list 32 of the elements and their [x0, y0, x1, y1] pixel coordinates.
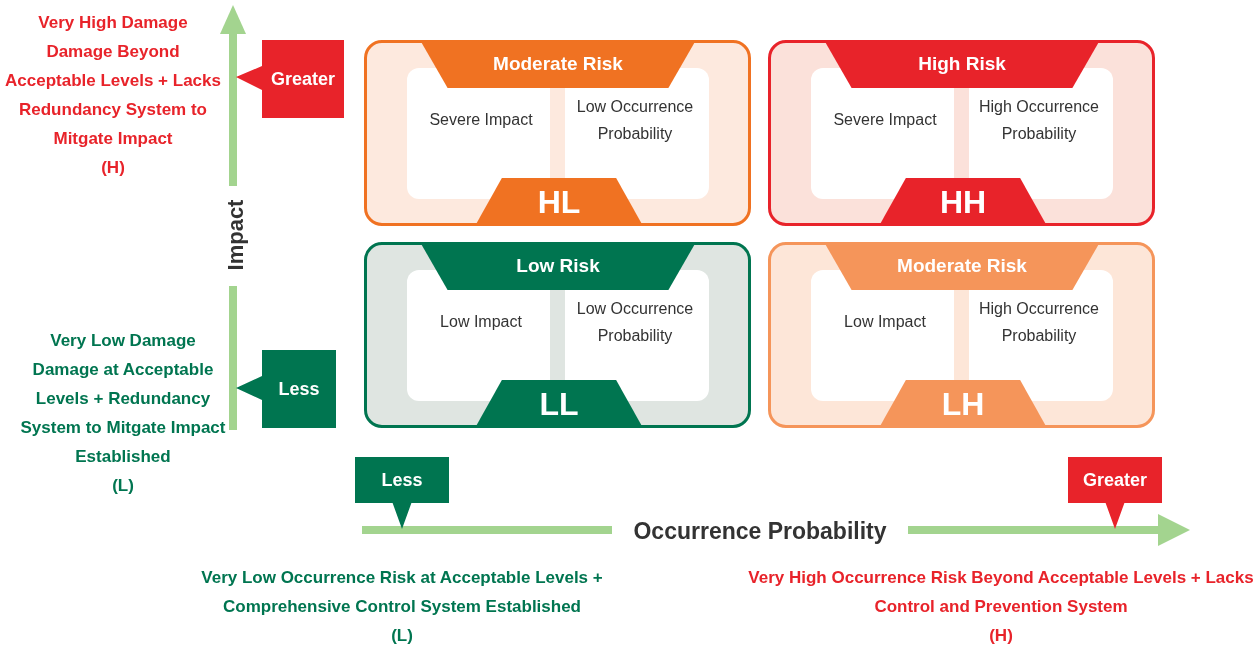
description-text: (L): [391, 625, 413, 647]
description-text: Very High Damage: [38, 12, 188, 34]
impact-text: Low Impact: [843, 312, 927, 332]
risk-header: High Risk: [824, 40, 1100, 88]
callout-tag: Less: [236, 350, 336, 428]
description-text: (L): [112, 475, 134, 497]
probability-text: High Occurrence Probability: [977, 97, 1100, 144]
description-text: (H): [101, 157, 125, 179]
callout-tag: Less: [355, 457, 449, 529]
impact-text: Severe Impact: [428, 110, 534, 130]
risk-header: Moderate Risk: [420, 40, 696, 88]
description-text: Damage at Acceptable Levels + Redundancy System to Mitgate Impact Established: [19, 359, 227, 468]
description-text: Very High Occurrence Risk Beyond Acceptable Levels + Lacks Control and Prevention System: [747, 567, 1255, 618]
impact-text: Severe Impact: [832, 110, 938, 130]
probability-text: High Occurrence Probability: [977, 299, 1100, 346]
risk-card: [768, 40, 1155, 226]
risk-header: Moderate Risk: [824, 242, 1100, 290]
risk-card: [768, 242, 1155, 428]
axis-title: Occurrence Probability: [632, 517, 888, 546]
risk-header: Low Risk: [420, 242, 696, 290]
callout-tag: Greater: [236, 40, 344, 118]
probability-text: Low Occurrence Probability: [575, 299, 695, 346]
description-text: Very Low Occurrence Risk at Acceptable Levels + Comprehensive Control System Established: [200, 567, 604, 618]
description-text: Very Low Damage: [50, 330, 196, 352]
description-text: (H): [989, 625, 1013, 647]
description-text: Damage Beyond Acceptable Levels + Lacks Redundancy System to Mitgate Impact: [4, 41, 222, 150]
impact-text: Low Impact: [439, 312, 523, 332]
axis-title: Impact: [222, 198, 247, 273]
probability-text: Low Occurrence Probability: [575, 97, 695, 144]
callout-tag: Greater: [1068, 457, 1162, 529]
risk-card: [364, 40, 751, 226]
risk-card: [364, 242, 751, 428]
